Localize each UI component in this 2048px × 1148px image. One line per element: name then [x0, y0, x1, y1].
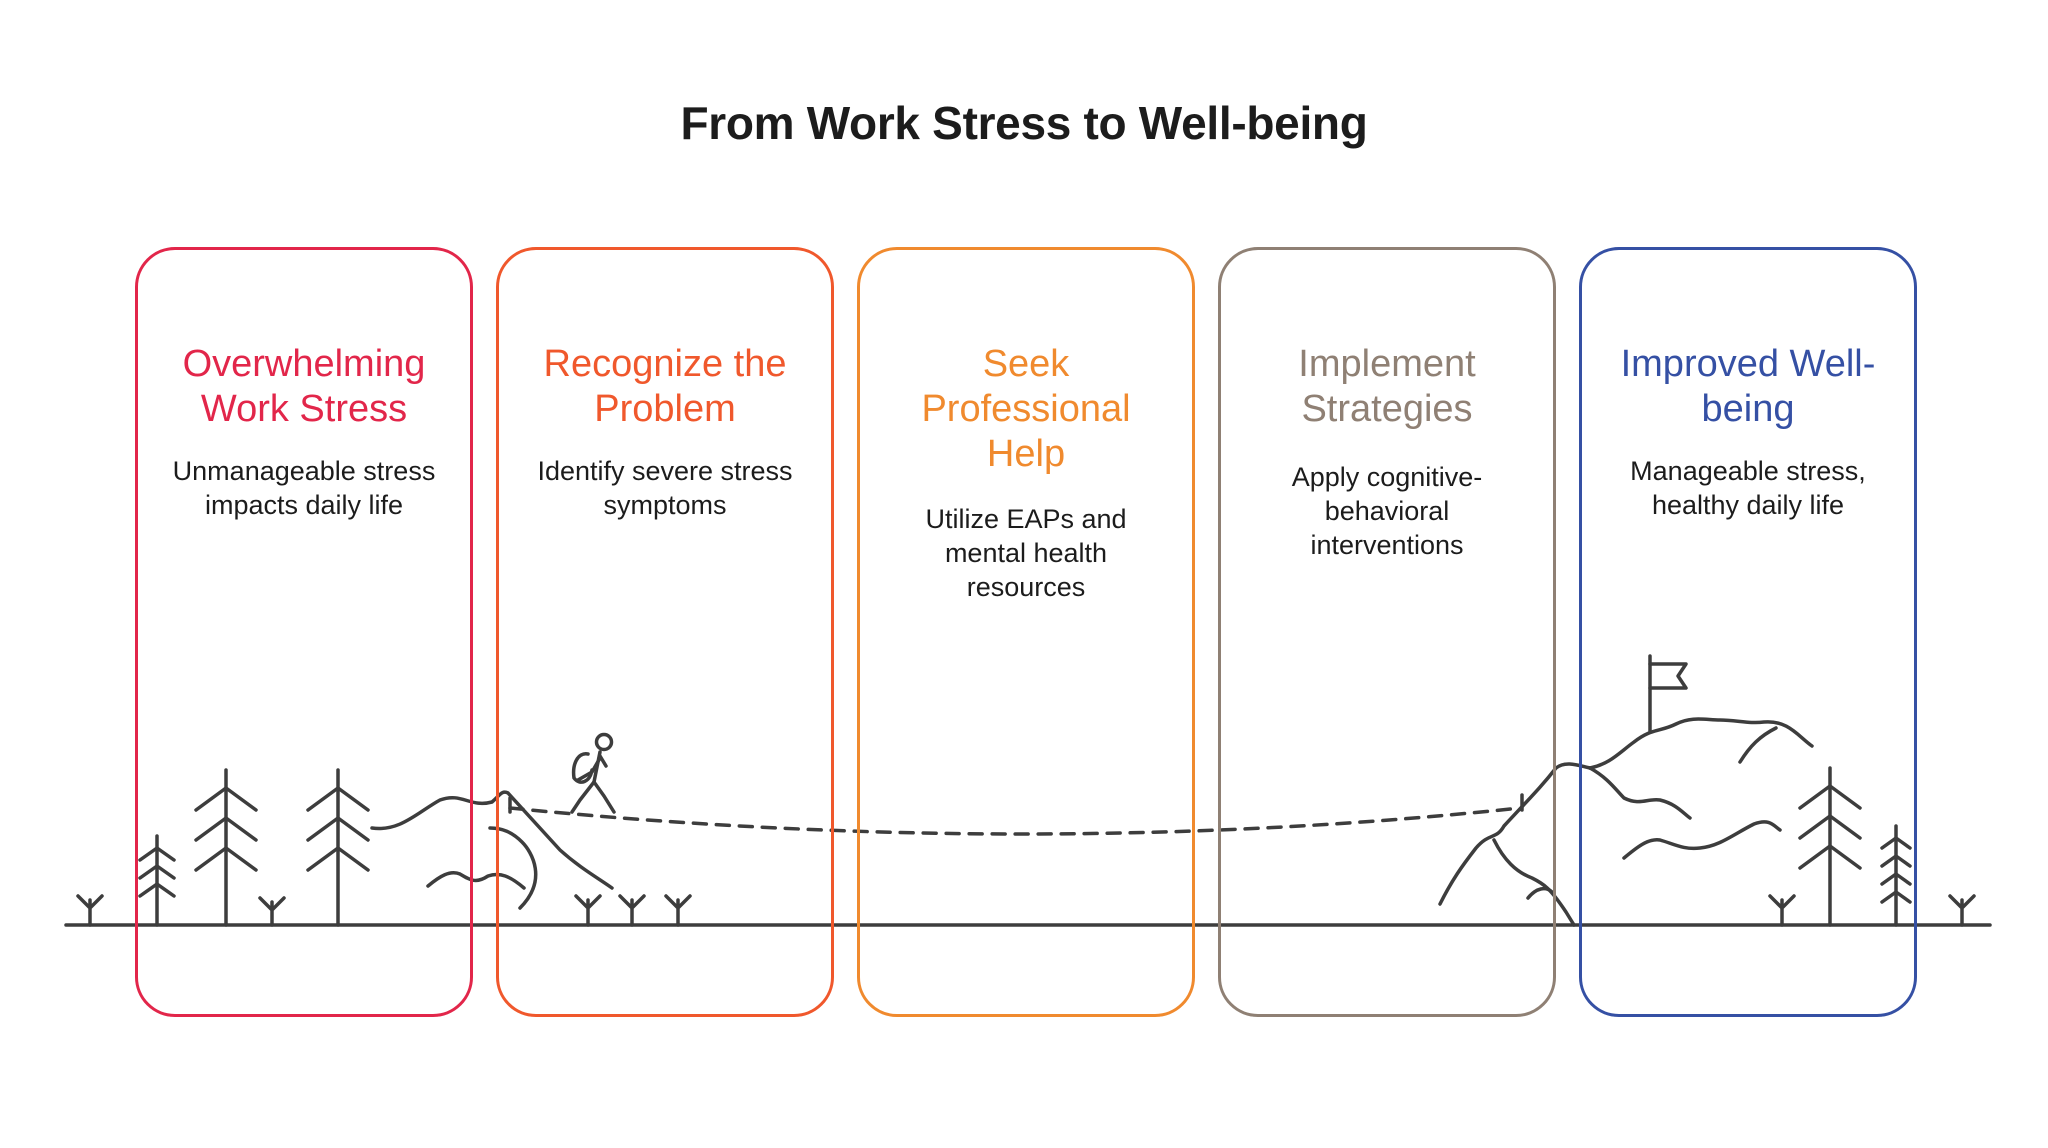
stage-card-seek-professional-help: Seek Professional Help Utilize EAPs and …: [857, 247, 1195, 1017]
stage-card-overwhelming-work-stress: Overwhelming Work Stress Unmanageable st…: [135, 247, 473, 1017]
journey-dashed-path: [508, 806, 1522, 836]
mountain-icon: [1438, 717, 1814, 927]
stage-description: Manageable stress, healthy daily life: [1630, 456, 1866, 520]
hiker-icon: [570, 732, 616, 814]
stage-title: Recognize the Problem: [543, 343, 787, 430]
pine-tree-icon: [1880, 824, 1912, 927]
stage-card-improved-well-being: Improved Well- being Manageable stress, …: [1579, 247, 1917, 1017]
stage-description: Unmanageable stress impacts daily life: [172, 456, 436, 520]
stage-description: Identify severe stress symptoms: [537, 456, 793, 520]
stage-title: Overwhelming Work Stress: [182, 343, 426, 430]
pine-tree-icon: [138, 834, 176, 927]
pine-tree-icon: [1798, 766, 1862, 927]
diagram-title: From Work Stress to Well-being: [680, 97, 1368, 149]
stage-card-implement-strategies: Implement Strategies Apply cognitive- be…: [1218, 247, 1556, 1017]
flag-icon: [1648, 654, 1688, 734]
stage-title: Improved Well- being: [1620, 343, 1876, 430]
mountain-icon: [370, 790, 614, 910]
stage-card-recognize-the-problem: Recognize the Problem Identify severe st…: [496, 247, 834, 1017]
pine-tree-icon: [306, 768, 370, 927]
pine-tree-icon: [194, 768, 258, 927]
stage-title: Implement Strategies: [1298, 343, 1476, 430]
stage-description: Apply cognitive- behavioral intervention…: [1291, 462, 1483, 560]
stage-description: Utilize EAPs and mental health resources: [925, 504, 1127, 602]
grass-icon: [76, 894, 1976, 927]
stage-title: Seek Professional Help: [921, 343, 1131, 475]
